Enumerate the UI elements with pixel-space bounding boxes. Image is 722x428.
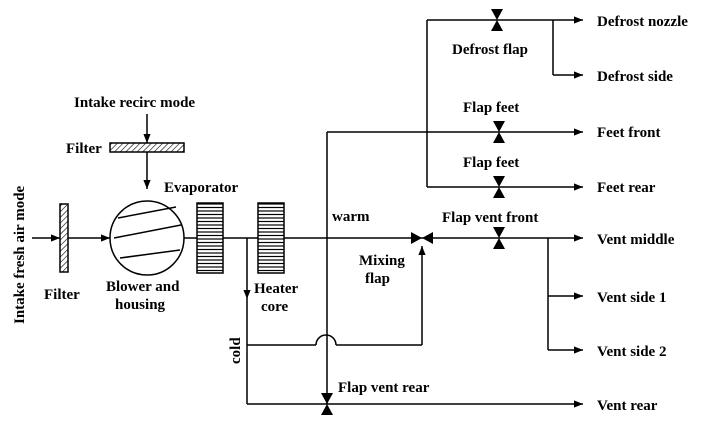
defrost-flap-label: Defrost flap	[452, 42, 528, 58]
flap-vent-rear-icon	[321, 393, 333, 415]
output-vent-rear: Vent rear	[597, 398, 658, 414]
output-feet-rear: Feet rear	[597, 180, 656, 196]
flap-feet-front-icon	[493, 121, 505, 143]
filter-left-label: Filter	[44, 287, 80, 303]
blower-icon	[109, 200, 185, 276]
flap-feet-label-1: Flap feet	[463, 100, 519, 116]
output-feet-front: Feet front	[597, 125, 660, 141]
cold-label: cold	[228, 337, 244, 364]
evaporator-label: Evaporator	[164, 180, 239, 196]
output-defrost-side: Defrost side	[597, 69, 673, 85]
blower-label-line1: Blower and	[106, 279, 180, 295]
filter-top	[109, 142, 185, 153]
evaporator-icon	[196, 202, 224, 274]
mixing-flap-icon	[411, 232, 433, 244]
heater-core-icon	[257, 202, 285, 274]
heater-core-label-line1: Heater	[254, 281, 298, 297]
output-vent-side-1: Vent side 1	[597, 290, 666, 306]
crossover-hop	[315, 334, 337, 346]
mixing-flap-label-line1: Mixing	[359, 253, 405, 269]
intake-recirc-label: Intake recirc mode	[74, 95, 195, 111]
flap-feet-rear-icon	[493, 176, 505, 198]
mixing-flap-label-line2: flap	[365, 271, 390, 287]
filter-top-label: Filter	[66, 141, 102, 157]
output-vent-side-2: Vent side 2	[597, 344, 666, 360]
output-defrost-nozzle: Defrost nozzle	[597, 14, 688, 30]
filter-left	[59, 203, 69, 273]
output-vent-middle: Vent middle	[597, 232, 675, 248]
heater-core-label-line2: core	[261, 299, 289, 315]
flap-vent-front-label: Flap vent front	[442, 210, 538, 226]
warm-label: warm	[332, 209, 370, 225]
defrost-flap-icon	[491, 9, 503, 31]
intake-fresh-air-label: Intake fresh air mode	[12, 185, 28, 324]
flap-vent-rear-label: Flap vent rear	[338, 380, 430, 396]
flap-vent-front-icon	[493, 227, 505, 249]
blower-label-line2: housing	[115, 297, 166, 313]
flap-feet-label-2: Flap feet	[463, 155, 519, 171]
